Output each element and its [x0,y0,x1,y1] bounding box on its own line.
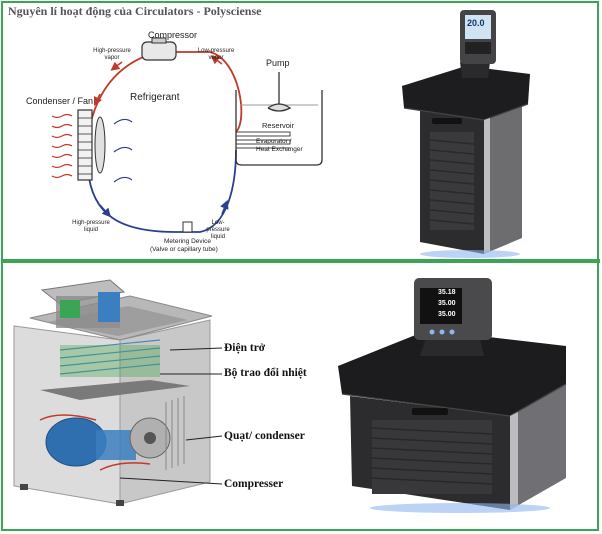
readout-1: 35.18 [438,289,456,296]
fan-unit [129,417,171,459]
control-head-cutaway [40,279,126,328]
metering-device-icon [182,221,193,233]
bath2-handle [412,408,448,415]
bath2-side-panel [510,384,566,510]
blue-arrow-left [99,204,111,218]
controller-display-value: 20.0 [467,18,485,28]
high-pressure-liquid-label: High-pressure liquid [72,220,110,233]
red-arrow-top [110,61,123,71]
blue-arrow-right [220,199,229,215]
low-pressure-liquid-label: Low-pressure liquid [206,220,230,240]
controller-screen [465,15,491,39]
high-pressure-vapor-label: High-pressure vapor [93,48,131,61]
compressor-icon [141,37,177,61]
heat-exchanger-coils [59,339,161,375]
leader-lines [119,347,223,485]
low-pressure-line [87,149,237,233]
red-arrow-left [93,93,103,107]
low-pressure-vapor-label: Low-pressure vapor [197,48,235,61]
metering-device-label: Metering Device [164,238,211,245]
metering-sub-label: (Valve or capillary tube) [150,246,218,253]
red-arrow-right [210,55,223,65]
refrigerant-label: Refrigerant [130,92,180,103]
condenser-fins [165,396,185,470]
readout-2: 35.00 [438,300,456,307]
bath-lid [402,66,530,120]
controller2-collar [420,338,484,356]
air-arrows [113,118,133,183]
readout-3: 35.00 [438,311,456,318]
heat-exchanger-label: Bộ trao đổi nhiệt [224,367,307,379]
condenser-fan-label: Condenser / Fan [26,96,94,106]
compressor-cutaway-label: Compresser [224,478,284,490]
evaporator-label: Evaporator / Heat Exchanger [256,138,303,153]
bath2-lid [338,330,566,416]
heat-waves [51,113,73,179]
controller2-screen [420,288,462,324]
compressor-label: Compressor [148,30,198,40]
bath-handle [432,118,462,124]
heater-label: Điện trở [224,342,266,354]
figure-title: Nguyên lí hoạt động của Circulators - Po… [8,4,262,18]
pump-label: Pump [266,58,290,68]
pump-icon [267,72,292,112]
condenser-fan-icon [77,109,106,181]
controller-neck [460,62,490,78]
bath-side-panel [484,104,522,254]
green-divider [2,259,600,263]
evaporator-coil [236,131,291,149]
compressor-unit [45,417,136,467]
controller2-buttons [429,329,455,335]
fan-condenser-label: Quạt/ condenser [224,430,305,442]
reservoir-label: Reservoir [262,121,295,130]
